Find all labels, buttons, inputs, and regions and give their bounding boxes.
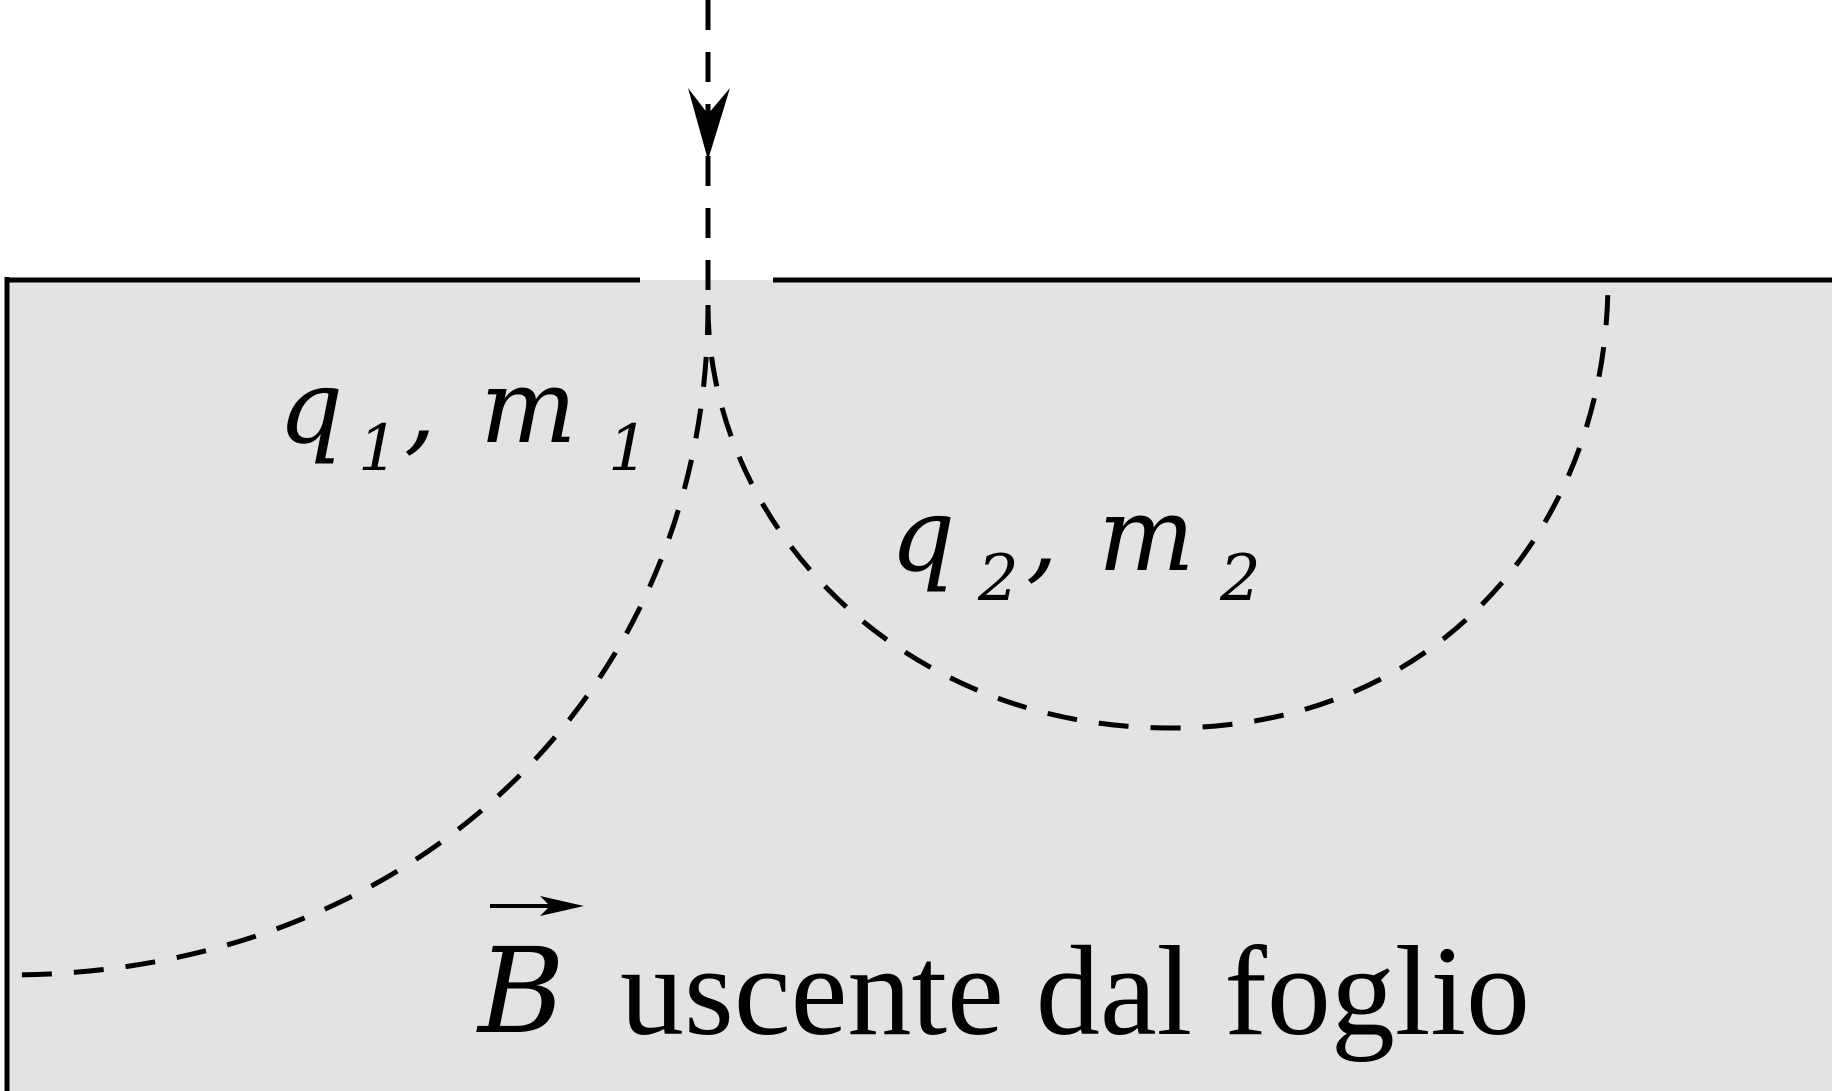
label-q1-sub: 1 — [358, 412, 399, 486]
incoming-arrow-icon — [688, 88, 730, 160]
label-m1: m — [480, 348, 577, 467]
vector-arrowhead-icon — [540, 896, 584, 916]
field-caption: B uscente dal foglio — [476, 896, 1530, 1062]
label-particle-1: q 1 , m 1 — [278, 348, 649, 486]
label-q2-sub: 2 — [977, 542, 1019, 616]
label-m2: m — [1098, 476, 1195, 595]
field-region — [7, 280, 1832, 1091]
trajectory-particle-1 — [6, 304, 711, 978]
label-q2: q — [890, 476, 955, 595]
label-separator-1: , — [404, 348, 436, 467]
trajectory-particle-2 — [705, 279, 1611, 731]
field-symbol: B — [476, 922, 565, 1060]
label-m2-sub: 2 — [1219, 542, 1261, 616]
field-direction-caption: uscente dal foglio — [620, 920, 1530, 1062]
label-m1-sub: 1 — [608, 412, 649, 486]
label-separator-2: , — [1026, 476, 1058, 595]
label-q1: q — [278, 348, 343, 467]
label-particle-2: q 2 , m 2 — [890, 476, 1261, 616]
